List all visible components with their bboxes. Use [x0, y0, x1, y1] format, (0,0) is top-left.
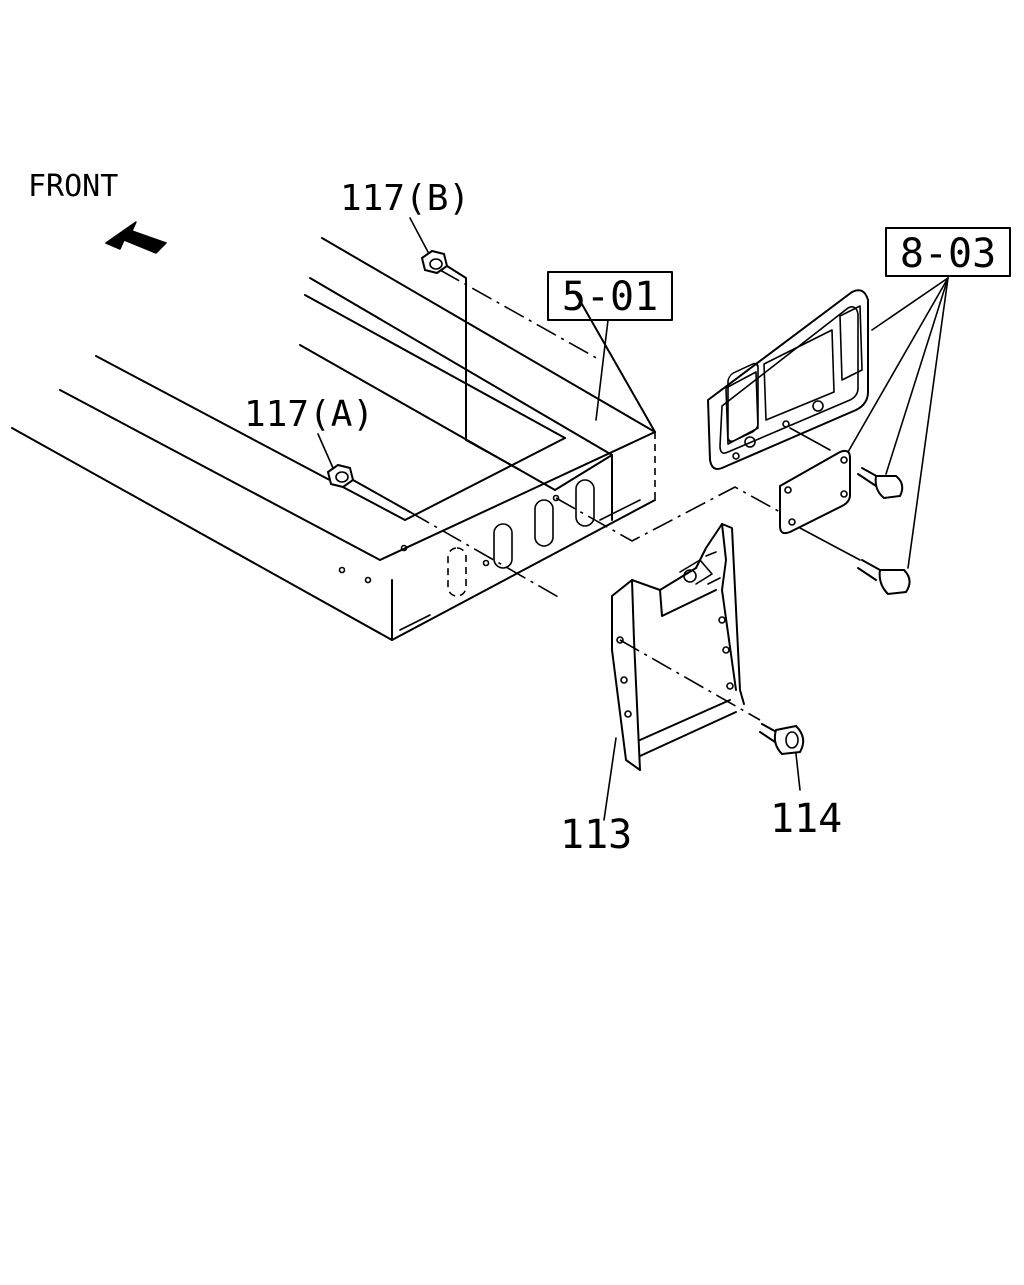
label-117a: 117(A) — [244, 394, 374, 435]
bolt-lower-icon — [857, 559, 911, 596]
ref-5-01-label: 5-01 — [562, 274, 658, 320]
cover-plate — [779, 449, 851, 535]
label-114: 114 — [770, 796, 842, 842]
front-label: FRONT — [28, 169, 118, 204]
nut-117b-icon — [420, 249, 449, 275]
ref-box-5-01: 5-01 — [547, 271, 673, 421]
label-113: 113 — [560, 812, 632, 858]
bolt-114-icon — [759, 723, 805, 756]
panel-assembly — [707, 289, 869, 470]
nut-117a-icon — [326, 463, 355, 489]
bolt-upper-icon — [857, 467, 904, 500]
label-117b: 117(B) — [340, 178, 470, 219]
ref-box-8-03: 8-03 — [847, 227, 1011, 569]
front-arrow-icon — [105, 221, 167, 254]
frame-rails — [11, 237, 656, 641]
rail-slots — [338, 479, 595, 597]
bracket-113 — [611, 523, 745, 771]
ref-8-03-label: 8-03 — [900, 231, 996, 277]
